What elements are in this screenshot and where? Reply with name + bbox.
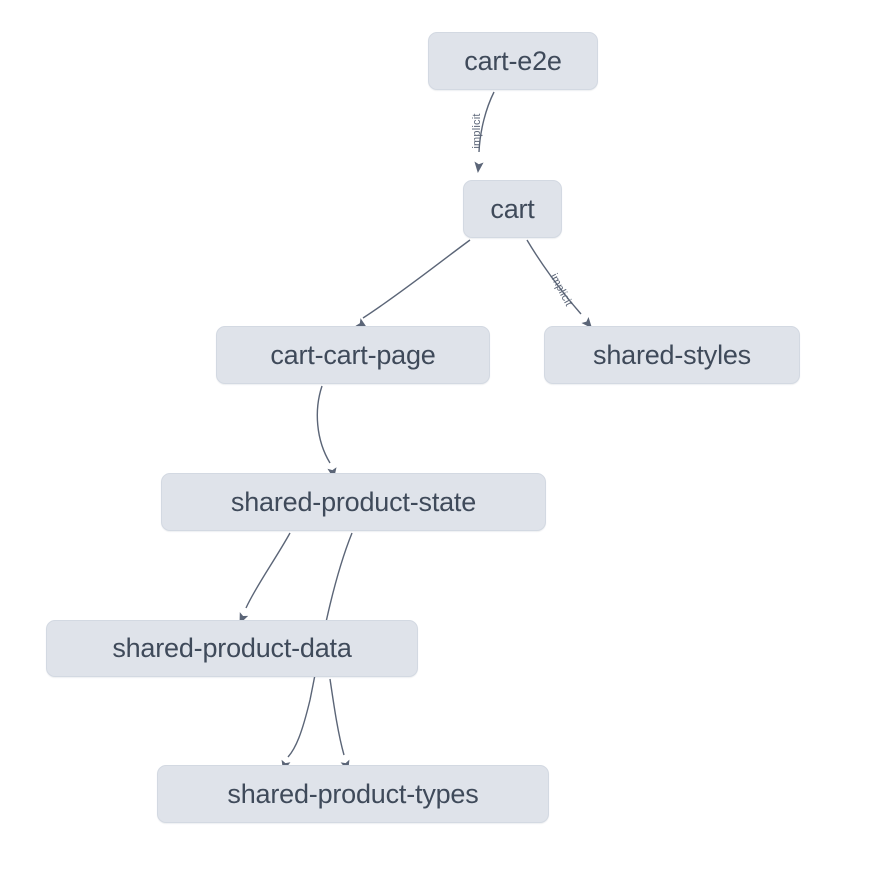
node-shared-product-data[interactable]: shared-product-data — [46, 620, 418, 677]
edge-data-to-types — [329, 678, 345, 756]
node-shared-styles[interactable]: shared-styles — [544, 326, 800, 384]
edge-arrows-group — [239, 161, 593, 772]
node-cart-e2e[interactable]: cart-e2e — [428, 32, 598, 90]
node-cart[interactable]: cart — [463, 180, 562, 238]
node-label-cart-cart-page: cart-cart-page — [270, 339, 436, 370]
arrow-into-cart — [474, 161, 484, 173]
node-label-cart-e2e: cart-e2e — [464, 45, 562, 76]
edge-cart-to-cart-cart-page — [362, 239, 471, 319]
edge-cart-cart-page-to-shared-product-state — [316, 385, 331, 464]
node-label-shared-product-state: shared-product-state — [230, 486, 477, 517]
node-label-cart: cart — [490, 193, 535, 224]
node-cart-cart-page[interactable]: cart-cart-page — [216, 326, 490, 384]
arrow-into-shared-styles — [581, 317, 593, 329]
node-label-shared-product-data: shared-product-data — [112, 633, 352, 663]
node-shared-product-types[interactable]: shared-product-types — [157, 765, 549, 823]
node-label-shared-product-types: shared-product-types — [227, 778, 479, 809]
edge-cart-to-shared-styles — [526, 239, 582, 315]
node-shared-product-state[interactable]: shared-product-state — [161, 473, 546, 531]
edge-cart-e2e-to-cart — [478, 91, 495, 153]
edge-state-to-data — [245, 532, 291, 609]
node-label-shared-styles: shared-styles — [593, 339, 751, 370]
arrow-into-cart-cart-page — [355, 318, 368, 328]
